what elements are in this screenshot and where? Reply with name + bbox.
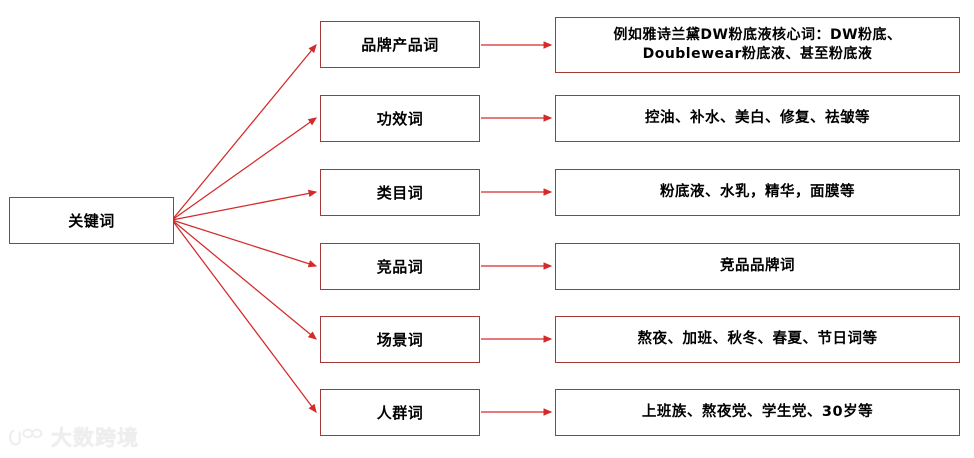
node-category-audience[interactable]: 人群词 bbox=[320, 389, 480, 436]
node-detail-line: 粉底液、水乳，精华，面膜等 bbox=[660, 183, 855, 200]
node-detail-text: 熬夜、加班、秋冬、春夏、节日词等 bbox=[638, 330, 878, 350]
node-detail-text: 例如雅诗兰黛DW粉底液核心词：DW粉底、 Doublewear粉底液、甚至粉底液 bbox=[613, 26, 901, 64]
node-detail-text: 竞品品牌词 bbox=[720, 257, 795, 277]
node-category-competitor[interactable]: 竞品词 bbox=[320, 243, 480, 290]
edge-root-to-branch-6 bbox=[171, 219, 317, 413]
node-category-label: 功效词 bbox=[376, 110, 424, 128]
edge-root-to-branch-5 bbox=[171, 219, 317, 340]
edge-root-to-branch-1 bbox=[171, 44, 317, 221]
node-detail-competitor[interactable]: 竞品品牌词 bbox=[555, 243, 960, 290]
node-detail-product-class[interactable]: 粉底液、水乳，精华，面膜等 bbox=[555, 169, 960, 216]
node-category-label: 类目词 bbox=[376, 184, 424, 202]
node-detail-text: 上班族、熬夜党、学生党、30岁等 bbox=[642, 403, 873, 423]
node-category-label: 品牌产品词 bbox=[361, 36, 439, 54]
node-root-keyword[interactable]: 关键词 bbox=[9, 197, 174, 244]
edge-root-to-branch-3 bbox=[171, 189, 318, 221]
node-category-brand-product[interactable]: 品牌产品词 bbox=[320, 21, 480, 68]
node-detail-efficacy[interactable]: 控油、补水、美白、修复、祛皱等 bbox=[555, 95, 960, 142]
watermark: 大数跨境 bbox=[8, 422, 139, 452]
node-detail-line: 控油、补水、美白、修复、祛皱等 bbox=[645, 109, 870, 126]
node-detail-audience[interactable]: 上班族、熬夜党、学生党、30岁等 bbox=[555, 389, 960, 436]
node-detail-line: Doublewear粉底液、甚至粉底液 bbox=[642, 46, 873, 62]
node-category-label: 场景词 bbox=[376, 331, 424, 349]
node-category-label: 人群词 bbox=[376, 404, 424, 422]
node-category-label: 竞品词 bbox=[376, 258, 424, 276]
logo-icon bbox=[9, 428, 43, 446]
node-detail-line: 例如雅诗兰黛DW粉底液核心词：DW粉底、 bbox=[613, 27, 902, 44]
node-detail-text: 控油、补水、美白、修复、祛皱等 bbox=[645, 109, 870, 129]
node-category-scenario[interactable]: 场景词 bbox=[320, 316, 480, 363]
edge-root-to-branch-2 bbox=[171, 117, 318, 221]
node-root-label: 关键词 bbox=[68, 212, 115, 230]
node-category-efficacy[interactable]: 功效词 bbox=[320, 95, 480, 142]
edge-root-to-branch-4 bbox=[171, 219, 318, 268]
node-detail-text: 粉底液、水乳，精华，面膜等 bbox=[660, 183, 855, 203]
watermark-text: 大数跨境 bbox=[51, 426, 139, 450]
node-detail-line: 熬夜、加班、秋冬、春夏、节日词等 bbox=[637, 330, 878, 347]
node-detail-line: 上班族、熬夜党、学生党、30岁等 bbox=[641, 403, 874, 420]
node-category-product-class[interactable]: 类目词 bbox=[320, 169, 480, 216]
node-detail-scenario[interactable]: 熬夜、加班、秋冬、春夏、节日词等 bbox=[555, 316, 960, 363]
node-detail-line: 竞品品牌词 bbox=[720, 257, 795, 274]
node-detail-brand-product[interactable]: 例如雅诗兰黛DW粉底液核心词：DW粉底、 Doublewear粉底液、甚至粉底液 bbox=[555, 17, 960, 73]
